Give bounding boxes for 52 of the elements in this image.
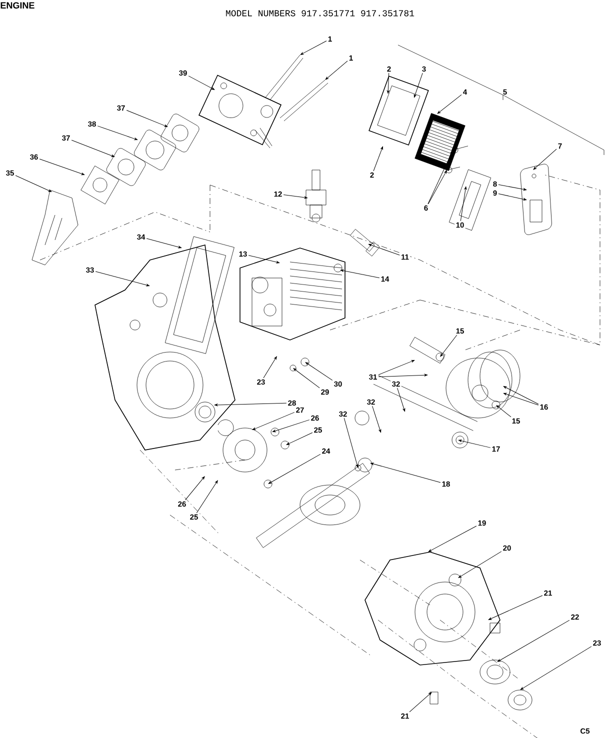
leader-line: [409, 692, 432, 712]
leader-line: [305, 362, 333, 381]
leader-line: [498, 194, 527, 200]
leader-line: [368, 244, 400, 256]
leader-line: [325, 60, 348, 80]
leader-line: [263, 356, 277, 378]
leader-line: [283, 194, 308, 199]
leader-line: [437, 94, 462, 114]
leader-line: [268, 454, 321, 484]
leader-line: [488, 595, 543, 620]
leader-line: [272, 420, 310, 432]
leader-line: [373, 146, 383, 172]
leader-line: [533, 148, 557, 170]
leader-line: [188, 76, 215, 90]
leader-line: [428, 526, 477, 552]
leader-line: [126, 110, 168, 127]
leader-line: [497, 620, 570, 662]
leader-line: [372, 406, 382, 433]
leader-line: [293, 368, 320, 388]
leader-line: [496, 405, 512, 418]
leader-line: [378, 360, 415, 375]
page-heading: ENGINE: [0, 2, 34, 9]
leader-line: [498, 184, 527, 191]
leader-line: [39, 158, 85, 176]
leader-line: [248, 255, 280, 264]
leader-line: [440, 334, 458, 357]
leader-line: [503, 386, 539, 404]
leader-line: [370, 462, 441, 483]
leader-line: [185, 476, 205, 500]
leader-line: [146, 238, 182, 248]
leader-line: [386, 72, 390, 94]
leader-line: [286, 432, 313, 445]
leader-line: [340, 269, 380, 278]
leader-line: [414, 72, 423, 98]
leader-line: [71, 140, 115, 157]
model-numbers: MODEL NUMBERS 917.351771 917.351781: [226, 10, 414, 16]
leader-line: [214, 402, 287, 406]
leader-line: [252, 412, 295, 430]
leader-line: [344, 418, 358, 468]
leader-line: [397, 388, 406, 412]
leader-line: [378, 374, 428, 378]
leader-line: [503, 392, 539, 406]
leader-line: [458, 551, 502, 578]
leader-line: [95, 271, 150, 286]
leader-line: [97, 126, 138, 140]
leader-line: [15, 175, 52, 192]
leader-line: [460, 186, 467, 222]
leader-line: [458, 440, 491, 448]
leader-line: [428, 170, 447, 204]
leader-line: [196, 480, 218, 514]
leader-line: [300, 40, 327, 55]
leader-line: [520, 646, 592, 690]
